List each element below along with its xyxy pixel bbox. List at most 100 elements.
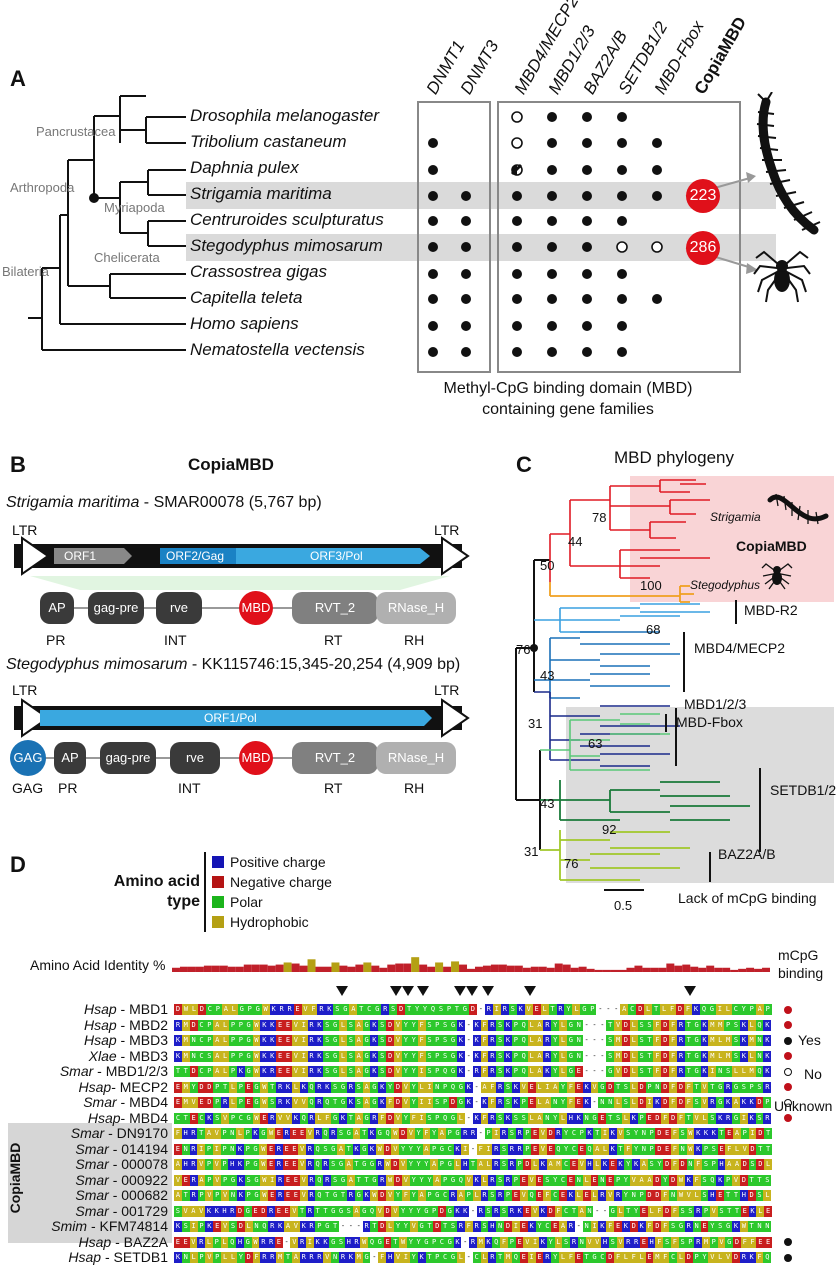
legend-label: Polar	[230, 894, 263, 910]
residue: T	[298, 1205, 307, 1217]
identity-bar	[546, 967, 555, 972]
residue: L	[339, 1035, 347, 1047]
residue: K	[268, 1050, 277, 1062]
residue: D	[653, 1174, 662, 1186]
residue: G	[590, 1252, 599, 1264]
residue: S	[637, 1050, 646, 1062]
residue: Y	[401, 1112, 410, 1124]
residue: S	[716, 1221, 725, 1233]
residue: K	[456, 1050, 465, 1062]
residue: H	[461, 1159, 470, 1171]
residue: D	[399, 1128, 407, 1140]
domain-rve: rve	[169, 600, 189, 615]
residue: L	[593, 1159, 602, 1171]
residue: -	[606, 1005, 611, 1014]
residue: S	[378, 1019, 387, 1031]
residue: -	[602, 1206, 608, 1215]
residue: V	[298, 1159, 307, 1171]
residue: R	[624, 1236, 633, 1248]
residue: R	[276, 1097, 285, 1109]
residue: I	[299, 1019, 308, 1031]
identity-bar	[746, 967, 755, 972]
residue: E	[546, 1143, 555, 1155]
residue: N	[577, 1236, 586, 1248]
identity-bar	[474, 966, 483, 972]
residue: T	[606, 1112, 615, 1124]
identity-bar	[243, 964, 252, 972]
residue: F	[464, 1221, 473, 1233]
residue: V	[276, 1112, 285, 1124]
residue: E	[614, 1221, 622, 1233]
residue: Y	[551, 1252, 560, 1264]
residue: R	[307, 1252, 316, 1264]
residue: -	[592, 1098, 597, 1107]
residue: D	[546, 1205, 555, 1217]
residue: V	[221, 1190, 230, 1202]
orf1-label: ORF1	[64, 549, 97, 563]
residue: V	[394, 1066, 402, 1078]
residue: V	[299, 1190, 308, 1202]
centipede-image	[756, 92, 821, 235]
group-pr: PR	[58, 780, 78, 796]
residue: D	[669, 1174, 677, 1186]
identity-bar	[179, 966, 188, 972]
residue: F	[378, 1252, 387, 1264]
residue: G	[732, 1081, 740, 1093]
alignment-row-name: Hsap - MBD3	[10, 1032, 168, 1049]
residue: D	[756, 1159, 765, 1171]
residue: A	[593, 1143, 602, 1155]
residue: R	[315, 1252, 324, 1264]
residue: F	[669, 1066, 677, 1078]
residue: D	[733, 1236, 741, 1248]
residue: R	[375, 1159, 384, 1171]
residue: P	[523, 1143, 532, 1155]
residue: G	[329, 1143, 338, 1155]
residue: H	[601, 1236, 609, 1248]
residue: P	[236, 1081, 245, 1093]
residue: S	[692, 1097, 701, 1109]
residue: T	[331, 1097, 340, 1109]
residue: -	[466, 1113, 471, 1122]
residue: -	[592, 1067, 597, 1076]
residue: R	[339, 1252, 347, 1264]
residue: N	[228, 1143, 237, 1155]
residue: M	[476, 1236, 485, 1248]
residue: S	[488, 1190, 497, 1202]
residue: L	[531, 1159, 539, 1171]
residue: L	[747, 1019, 756, 1031]
bootstrap-92: 92	[602, 822, 617, 837]
residue: A	[337, 1143, 345, 1155]
mcpg-status-dot	[784, 1033, 798, 1049]
residue: F	[174, 1128, 182, 1140]
identity-label: Amino Acid Identity %	[30, 957, 166, 973]
residue: I	[484, 1143, 493, 1155]
residue: Y	[417, 1174, 426, 1186]
alignment-row-name: Hsap- MECP2	[10, 1079, 168, 1096]
residue: R	[189, 1128, 198, 1140]
residue: D	[606, 1252, 615, 1264]
residue: K	[268, 1019, 277, 1031]
residue: Q	[307, 1097, 316, 1109]
copiambd-group-band	[8, 1123, 172, 1243]
residue: D	[661, 1035, 670, 1047]
mcpg-status-dot	[784, 1204, 798, 1220]
residue: Y	[394, 1190, 402, 1202]
residue: S	[500, 1205, 508, 1217]
residue: C	[562, 1159, 571, 1171]
residue: Q	[519, 1066, 528, 1078]
residue: V	[401, 1174, 410, 1186]
alignment-marks	[784, 1002, 798, 1266]
residue: F	[684, 1081, 693, 1093]
residue: Y	[406, 1236, 415, 1248]
residue: E	[663, 1128, 671, 1140]
residue: T	[624, 1205, 633, 1217]
legend-item: Polar	[212, 894, 332, 914]
residue: K	[608, 1128, 617, 1140]
identity-bar	[730, 969, 739, 972]
residue: D	[661, 1050, 670, 1062]
residue: T	[344, 1143, 353, 1155]
residue: E	[574, 1081, 583, 1093]
residue: S	[755, 1081, 764, 1093]
residue: R	[306, 1159, 314, 1171]
